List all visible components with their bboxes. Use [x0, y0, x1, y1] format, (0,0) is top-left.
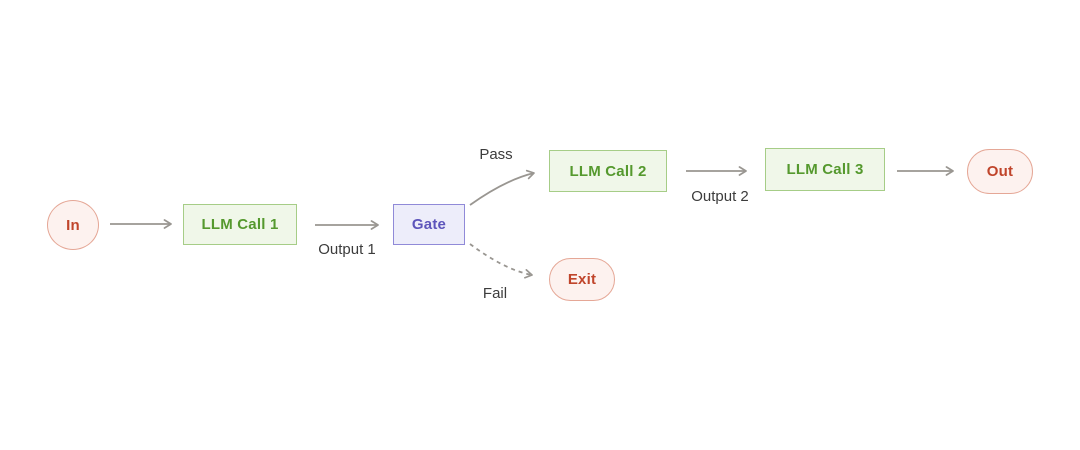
node-llm-call-2: LLM Call 2	[549, 150, 667, 192]
node-out-label: Out	[986, 163, 1014, 180]
edge-label-pass: Pass	[479, 146, 513, 163]
node-out: Out	[967, 149, 1033, 194]
node-llm-call-1-label: LLM Call 1	[201, 216, 279, 233]
node-exit: Exit	[549, 258, 615, 301]
node-gate-label: Gate	[411, 216, 447, 233]
node-exit-label: Exit	[567, 271, 597, 288]
edge-gate-to-exit-fail	[469, 243, 533, 279]
node-gate: Gate	[393, 204, 465, 245]
node-llm-call-3-label: LLM Call 3	[786, 161, 864, 178]
edge-label-output-2: Output 2	[691, 188, 749, 205]
node-llm-call-1: LLM Call 1	[183, 204, 297, 245]
edge-gate-to-llm2-pass	[469, 169, 535, 206]
node-llm-call-3: LLM Call 3	[765, 148, 885, 191]
node-in: In	[47, 200, 99, 250]
edge-label-fail: Fail	[482, 285, 508, 302]
node-in-label: In	[66, 216, 80, 234]
edge-label-output-1: Output 1	[318, 241, 376, 258]
node-llm-call-2-label: LLM Call 2	[569, 162, 647, 180]
